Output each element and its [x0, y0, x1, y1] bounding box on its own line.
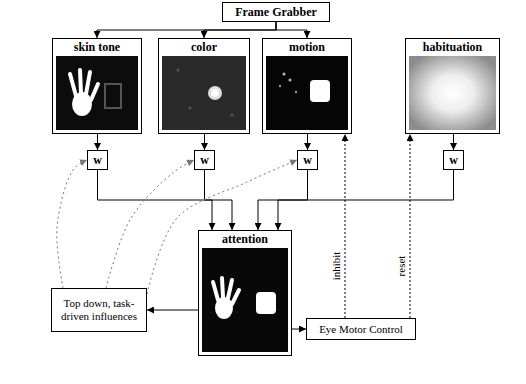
color-map-image: [162, 56, 246, 130]
noise-dot: [177, 69, 180, 72]
weight-box: w: [297, 150, 318, 170]
motion-map-image: [266, 56, 348, 130]
signal-arrow: [97, 134, 98, 150]
motion-speck: [289, 79, 292, 82]
motion-blob: [310, 80, 330, 102]
attention-panel: attention: [198, 230, 292, 356]
signal-arrow: [307, 134, 308, 150]
edge-label: inhibit: [330, 250, 342, 283]
signal-arrow: [98, 170, 213, 230]
influence-arrow: [147, 160, 297, 294]
signal-arrow: [205, 170, 233, 230]
feature-map-panel: skin tone: [52, 38, 142, 134]
signal-arrow: [345, 134, 346, 318]
noise-dot: [231, 114, 234, 117]
signal-arrow: [204, 134, 205, 150]
weight-box: w: [87, 150, 108, 170]
process-box: Top down, task-driven influences: [51, 288, 147, 332]
source-box: Frame Grabber: [222, 2, 330, 22]
panel-heading: attention: [222, 232, 268, 246]
panel-heading: color: [191, 40, 217, 54]
motion-speck: [283, 73, 286, 76]
hand-fingers: [70, 70, 98, 100]
face-trace: [105, 84, 121, 108]
panel-heading: skin tone: [74, 40, 120, 54]
attention-blob: [256, 292, 276, 314]
hand-fingers: [213, 278, 239, 304]
box-label: Eye Motor Control: [319, 323, 403, 336]
attention-map-image: [202, 248, 288, 352]
motion-speck: [295, 91, 297, 93]
box-label: Top down, task-driven influences: [57, 297, 141, 323]
signal-arrow: [276, 22, 307, 38]
signal-arrow: [278, 170, 454, 230]
weight-label: w: [93, 153, 102, 167]
weight-label: w: [449, 153, 458, 167]
signal-arrow: [292, 329, 306, 330]
skin-map-image: [56, 56, 138, 130]
feature-map-panel: habituation: [405, 38, 500, 134]
signal-arrow: [453, 134, 454, 150]
weight-box: w: [194, 150, 215, 170]
weight-label: w: [200, 153, 209, 167]
color-blob: [208, 86, 222, 100]
panel-heading: habituation: [423, 40, 482, 54]
weight-box: w: [443, 150, 464, 170]
process-box: Eye Motor Control: [306, 318, 416, 340]
signal-arrow: [147, 310, 198, 311]
influence-arrow: [106, 160, 194, 288]
edge-label: reset: [395, 254, 407, 279]
signal-arrow: [410, 134, 411, 318]
motion-speck: [279, 85, 281, 87]
habituation-map-image: [409, 56, 496, 130]
influence-arrow: [57, 160, 87, 288]
weight-label: w: [303, 153, 312, 167]
signal-arrow: [97, 22, 276, 38]
feature-map-panel: motion: [262, 38, 352, 134]
signal-arrow: [204, 22, 276, 38]
noise-dot: [189, 107, 192, 110]
feature-map-panel: color: [158, 38, 250, 134]
panel-heading: motion: [289, 40, 325, 54]
color-blob-core: [211, 89, 219, 97]
box-label: Frame Grabber: [235, 5, 317, 19]
